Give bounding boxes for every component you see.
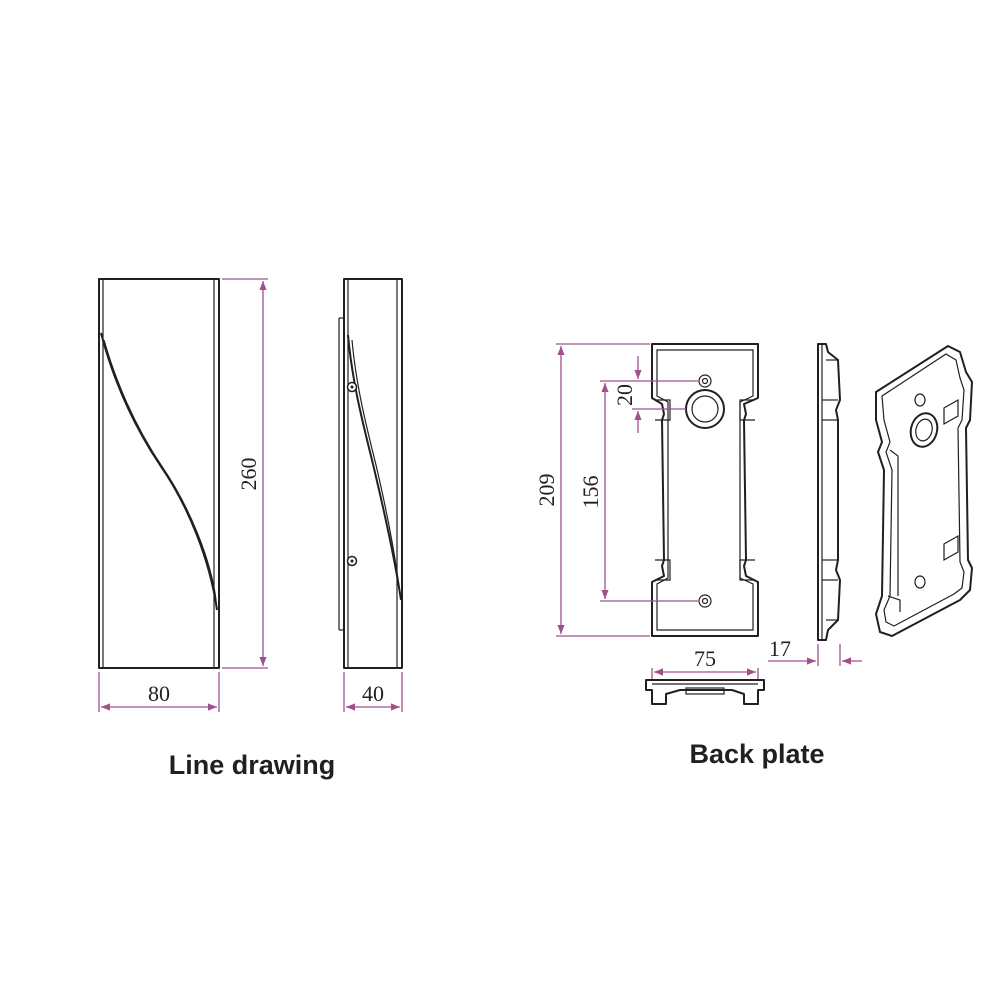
dimension-front-height: 260 <box>222 278 268 669</box>
dimension-plate-width: 75 <box>651 646 759 680</box>
dimension-front-width: 80 <box>98 672 220 712</box>
back-plate-front <box>651 343 759 637</box>
dimension-plate-thickness: 17 <box>768 636 862 666</box>
back-plate-isometric-view <box>875 345 973 637</box>
dimension-plate-height-label: 209 <box>534 474 559 507</box>
back-plate-caption: Back plate <box>689 739 824 769</box>
front-view <box>98 278 220 669</box>
dimension-hole-offset-label: 20 <box>612 384 637 406</box>
screw-hole-icon <box>698 594 712 608</box>
back-plate-bottom-view <box>645 679 765 705</box>
dimension-hole-offset: 20 <box>612 356 686 433</box>
line-drawing-caption: Line drawing <box>169 750 336 780</box>
center-hole-icon <box>909 412 939 448</box>
side-view <box>338 278 403 669</box>
dimension-side-depth-label: 40 <box>362 681 384 706</box>
screw-hole-icon <box>698 374 712 388</box>
dimension-hole-spacing-label: 156 <box>578 476 603 509</box>
dimension-plate-width-label: 75 <box>694 646 716 671</box>
screw-hole-icon <box>914 575 926 589</box>
dimension-side-depth: 40 <box>343 672 403 712</box>
dimension-plate-thickness-label: 17 <box>769 636 791 661</box>
dimension-front-height-label: 260 <box>236 458 261 491</box>
back-plate-side-view <box>817 343 841 641</box>
dimension-front-width-label: 80 <box>148 681 170 706</box>
dimension-plate-height: 209 <box>534 343 650 637</box>
screw-hole-icon <box>914 393 926 407</box>
dimension-hole-spacing: 156 <box>578 380 698 602</box>
